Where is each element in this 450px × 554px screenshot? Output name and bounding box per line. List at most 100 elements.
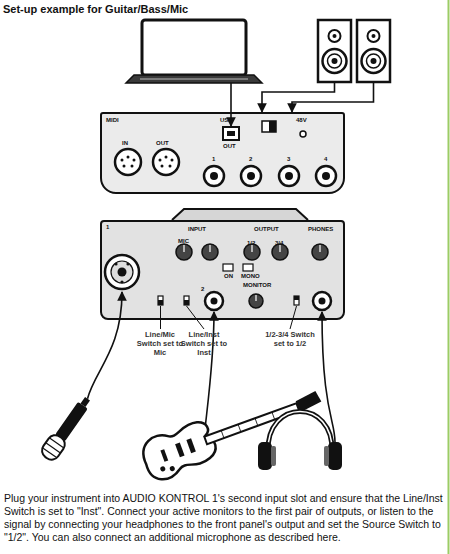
front-panel-controls	[158, 300, 163, 305]
front-panel-controls	[319, 298, 326, 305]
back-panel-connectors	[247, 172, 255, 180]
front-panel-controls	[209, 245, 210, 252]
headphones-illustration	[324, 446, 329, 466]
speaker-illustration	[368, 30, 380, 42]
guitar-illustration	[255, 418, 258, 426]
back-panel-connectors	[115, 149, 141, 175]
front-panel-controls	[183, 245, 184, 252]
front-panel-controls	[172, 209, 308, 220]
laptop-illustration	[140, 79, 248, 80]
guitar-illustration	[169, 465, 175, 471]
front-panel-controls	[211, 298, 218, 305]
back-panel-connectors	[269, 121, 276, 132]
speaker-illustration	[318, 20, 390, 82]
back-panel-connectors	[161, 165, 164, 168]
front-panel-controls	[118, 268, 127, 277]
back-panel-connectors	[159, 159, 162, 162]
front-panel-controls	[319, 245, 320, 252]
callout-label: Line/Inst Switch set to Inst	[178, 330, 230, 357]
microphone-illustration	[43, 448, 56, 457]
microphone-illustration	[39, 394, 95, 463]
callout-label: Line/Mic Switch set to Mic	[134, 330, 186, 357]
back-panel-connectors	[210, 172, 218, 180]
panel-label: 2	[249, 156, 252, 162]
panel-label: OUT	[156, 140, 169, 146]
panel-label: 1	[212, 156, 215, 162]
guitar-illustration	[138, 379, 328, 484]
back-panel-connectors	[300, 131, 306, 137]
panel-label: PHONES	[308, 226, 333, 232]
headphones-illustration	[258, 412, 342, 471]
back-panel-connectors	[227, 131, 235, 136]
front-panel-controls	[244, 244, 260, 260]
back-panel-connectors	[169, 165, 172, 168]
panel-label: 4	[324, 156, 327, 162]
back-panel-connectors	[127, 156, 130, 159]
front-panel-controls	[205, 292, 223, 310]
back-panel-connectors	[133, 159, 136, 162]
cable-wire	[230, 83, 232, 126]
panel-label: MONO	[241, 273, 260, 279]
front-panel-controls	[312, 244, 328, 260]
front-panel-controls	[251, 245, 252, 252]
front-panel-controls	[223, 264, 233, 271]
back-panel-connectors	[316, 166, 336, 186]
back-panel-connectors	[285, 172, 293, 180]
front-panel-controls	[294, 296, 299, 305]
guitar-illustration	[186, 438, 195, 453]
back-panel-connectors	[153, 149, 179, 175]
speaker-illustration	[323, 49, 347, 73]
laptop-illustration	[142, 20, 246, 75]
panel-label: ON	[224, 273, 233, 279]
cable-wire	[292, 82, 374, 112]
panel-label: 2	[201, 286, 204, 292]
guitar-illustration	[175, 442, 184, 457]
back-panel-connectors	[262, 121, 276, 132]
guitar-illustration	[272, 412, 275, 420]
microphone-illustration	[55, 402, 88, 442]
panel-label: 3	[287, 156, 290, 162]
front-panel-controls	[105, 255, 139, 289]
back-panel-connectors	[241, 166, 261, 186]
front-panel-controls	[158, 296, 163, 305]
microphone-illustration	[39, 432, 68, 463]
headphones-illustration	[258, 442, 272, 470]
speaker-illustration	[357, 20, 390, 82]
back-panel-connectors	[279, 166, 299, 186]
back-panel-connectors	[165, 156, 168, 159]
laptop-illustration	[126, 75, 262, 83]
front-panel-controls	[313, 292, 331, 310]
guitar-illustration	[160, 449, 168, 462]
front-panel-controls	[184, 296, 189, 305]
front-panel-controls	[294, 296, 299, 300]
front-panel-controls	[114, 262, 117, 265]
headphones-illustration	[268, 412, 332, 453]
panel-label: MIC	[178, 238, 189, 244]
guitar-illustration	[204, 403, 299, 444]
speaker-illustration	[367, 54, 381, 68]
front-panel-controls	[279, 245, 280, 252]
back-panel-connectors	[322, 172, 330, 180]
front-panel-controls	[176, 244, 192, 260]
front-panel-controls	[126, 262, 129, 265]
front-panel-controls	[202, 244, 218, 260]
front-panel-controls	[243, 264, 253, 271]
speaker-illustration	[318, 20, 351, 82]
speaker-illustration	[332, 58, 338, 64]
panel-label: IN	[122, 140, 128, 146]
guitar-illustration	[138, 418, 220, 484]
back-panel-connectors	[123, 165, 126, 168]
microphone-illustration	[50, 438, 64, 448]
cable-wire	[262, 82, 335, 112]
back-panel-connectors	[121, 159, 124, 162]
front-panel-controls	[255, 295, 256, 301]
laptop-illustration	[126, 20, 262, 83]
back-panel-connectors	[171, 159, 174, 162]
speaker-illustration	[333, 34, 337, 38]
speaker-illustration	[371, 58, 377, 64]
back-panel-connectors	[204, 166, 224, 186]
speaker-illustration	[372, 34, 376, 38]
guitar-illustration	[160, 466, 166, 472]
